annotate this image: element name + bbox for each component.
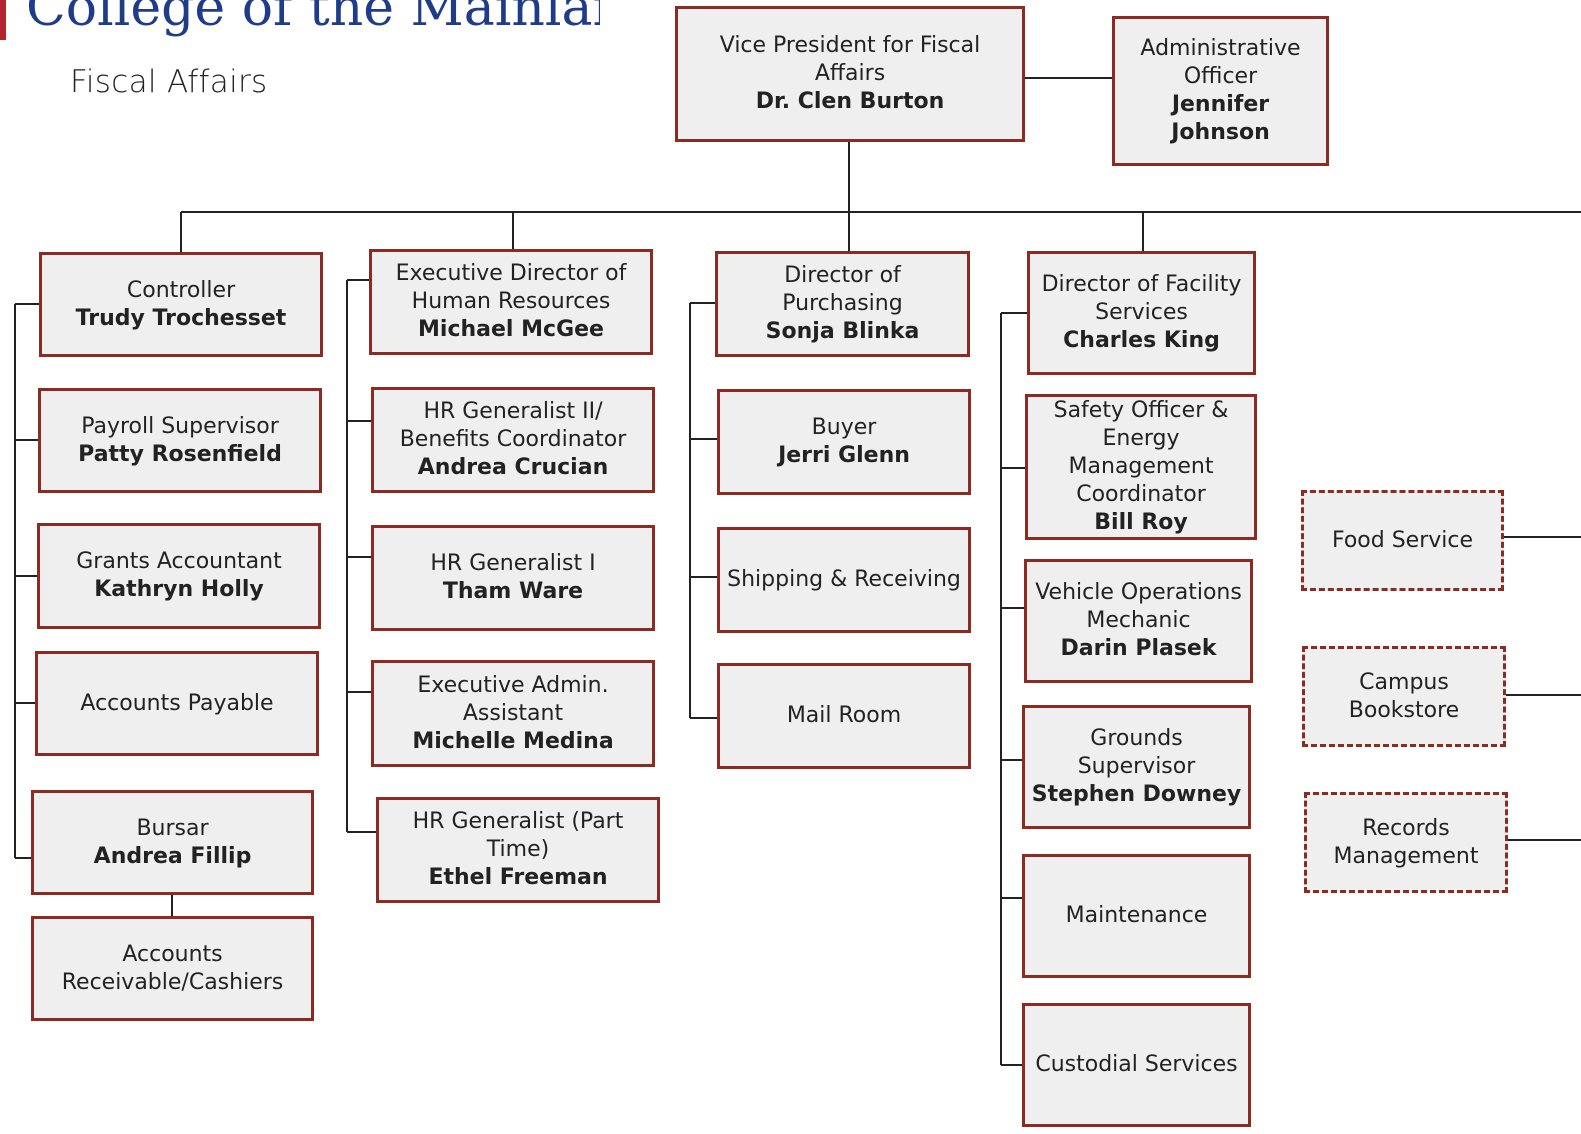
grounds-name: Stephen Downey <box>1031 782 1242 807</box>
logo-accent-bar <box>0 0 6 40</box>
shipping-receiving-box: Shipping & Receiving <box>717 527 971 633</box>
hr-generalist-i-box: HR Generalist I Tham Ware <box>371 525 655 631</box>
custodial-title: Custodial Services <box>1035 1052 1238 1077</box>
grounds-title: Grounds Supervisor <box>1077 726 1196 779</box>
custodial-services-box: Custodial Services <box>1022 1003 1251 1127</box>
hr-director-title: Executive Director of Human Resources <box>395 261 627 314</box>
shipping-title: Shipping & Receiving <box>727 567 961 592</box>
safety-officer-title: Safety Officer & Energy Management Coord… <box>1053 398 1229 507</box>
vp-fiscal-affairs-box: Vice President for Fiscal Affairs Dr. Cl… <box>675 6 1025 142</box>
purchasing-director-title: Director of Purchasing <box>782 263 903 316</box>
administrative-officer-box: Administrative Officer Jennifer Johnson <box>1112 16 1329 166</box>
payroll-supervisor-box: Payroll Supervisor Patty Rosenfield <box>38 388 322 493</box>
food-service-box: Food Service <box>1301 490 1504 591</box>
facility-director-name: Charles King <box>1063 328 1220 353</box>
hr-director-box: Executive Director of Human Resources Mi… <box>369 249 653 355</box>
controller-name: Trudy Trochesset <box>75 305 287 331</box>
controller-title: Controller <box>126 277 236 303</box>
buyer-box: Buyer Jerri Glenn <box>717 389 971 495</box>
food-service-title: Food Service <box>1331 527 1474 553</box>
accounts-payable-title: Accounts Payable <box>80 690 274 716</box>
admin-officer-title: Administrative Officer <box>1140 36 1301 89</box>
vehicle-mechanic-title: Vehicle Operations Mechanic <box>1035 580 1242 633</box>
grants-name: Kathryn Holly <box>94 577 264 602</box>
maintenance-box: Maintenance <box>1022 854 1251 978</box>
admin-officer-name: Jennifer Johnson <box>1171 92 1270 145</box>
hr-generalist-i-name: Tham Ware <box>442 579 584 604</box>
exec-admin-title: Executive Admin. Assistant <box>417 672 609 726</box>
payroll-title: Payroll Supervisor <box>81 413 279 439</box>
vp-name: Dr. Clen Burton <box>755 89 945 114</box>
hr-generalist-ii-title: HR Generalist II/ Benefits Coordinator <box>399 399 627 452</box>
hr-part-time-title: HR Generalist (Part Time) <box>412 809 624 862</box>
hr-director-name: Michael McGee <box>418 317 604 342</box>
hr-generalist-i-title: HR Generalist I <box>430 551 596 576</box>
mail-room-title: Mail Room <box>786 703 902 728</box>
bursar-title: Bursar <box>136 815 209 841</box>
hr-generalist-ii-name: Andrea Crucian <box>417 455 609 480</box>
college-logo: College of the Mainland <box>0 0 600 44</box>
campus-bookstore-title: Campus Bookstore <box>1348 669 1460 723</box>
campus-bookstore-box: Campus Bookstore <box>1302 646 1506 747</box>
records-management-title: Records Management <box>1333 815 1479 869</box>
controller-box: Controller Trudy Trochesset <box>39 252 323 357</box>
hr-part-time-name: Ethel Freeman <box>428 865 608 890</box>
grants-title: Grants Accountant <box>76 549 282 574</box>
facility-director-title: Director of Facility Services <box>1041 272 1242 325</box>
purchasing-director-box: Director of Purchasing Sonja Blinka <box>715 251 970 357</box>
hr-generalist-ii-box: HR Generalist II/ Benefits Coordinator A… <box>371 387 655 493</box>
payroll-name: Patty Rosenfield <box>78 441 282 467</box>
logo-text: College of the Mainland <box>26 0 600 38</box>
exec-admin-name: Michelle Medina <box>412 728 614 754</box>
hr-generalist-part-time-box: HR Generalist (Part Time) Ethel Freeman <box>376 797 660 903</box>
bursar-box: Bursar Andrea Fillip <box>31 790 314 895</box>
grounds-supervisor-box: Grounds Supervisor Stephen Downey <box>1022 705 1251 829</box>
accounts-payable-box: Accounts Payable <box>35 651 319 756</box>
bursar-name: Andrea Fillip <box>93 843 252 869</box>
purchasing-director-name: Sonja Blinka <box>765 319 920 344</box>
mail-room-box: Mail Room <box>717 663 971 769</box>
records-management-box: Records Management <box>1304 792 1508 893</box>
vp-title: Vice President for Fiscal Affairs <box>719 33 981 86</box>
grants-accountant-box: Grants Accountant Kathryn Holly <box>37 523 321 629</box>
safety-officer-name: Bill Roy <box>1094 510 1188 535</box>
department-title: Fiscal Affairs <box>70 64 268 100</box>
maintenance-title: Maintenance <box>1065 903 1208 928</box>
buyer-name: Jerri Glenn <box>778 443 910 468</box>
accounts-receivable-title: Accounts Receivable/Cashiers <box>61 941 284 995</box>
facility-director-box: Director of Facility Services Charles Ki… <box>1027 251 1256 375</box>
accounts-receivable-box: Accounts Receivable/Cashiers <box>31 916 314 1021</box>
executive-admin-assistant-box: Executive Admin. Assistant Michelle Medi… <box>371 660 655 767</box>
vehicle-mechanic-box: Vehicle Operations Mechanic Darin Plasek <box>1024 559 1253 683</box>
safety-officer-box: Safety Officer & Energy Management Coord… <box>1025 394 1257 540</box>
buyer-title: Buyer <box>811 415 877 440</box>
vehicle-mechanic-name: Darin Plasek <box>1060 636 1217 661</box>
